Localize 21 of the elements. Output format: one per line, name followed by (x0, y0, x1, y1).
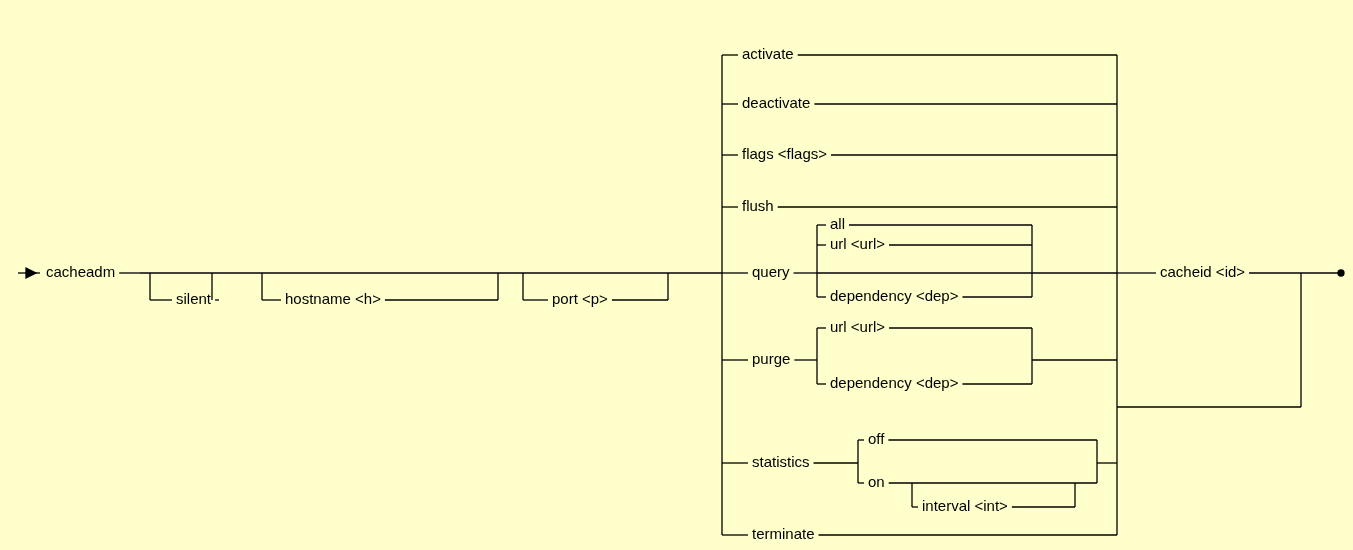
syntax-term: terminate (752, 525, 815, 543)
syntax-term: statistics (752, 453, 810, 471)
syntax-term: flags <flags> (742, 145, 828, 163)
syntax-term: url <url> (830, 318, 886, 336)
syntax-term: deactivate (742, 94, 811, 112)
syntax-term: query (752, 263, 790, 281)
syntax-term: url <url> (830, 235, 886, 253)
syntax-term: port <p> (552, 290, 608, 308)
syntax-term: on (868, 473, 885, 491)
syntax-term: off (868, 430, 885, 448)
syntax-term: interval <int> (922, 497, 1008, 515)
syntax-term: cacheid <id> (1160, 263, 1246, 281)
syntax-term: dependency <dep> (830, 287, 959, 305)
syntax-term: dependency <dep> (830, 374, 959, 392)
syntax-term: hostname <h> (285, 290, 381, 308)
syntax-term: cacheadm (46, 263, 116, 281)
syntax-term: all (830, 215, 845, 233)
syntax-term: flush (742, 197, 774, 215)
syntax-term: purge (752, 350, 791, 368)
syntax-term: activate (742, 45, 794, 63)
syntax-term: silent (176, 290, 212, 308)
